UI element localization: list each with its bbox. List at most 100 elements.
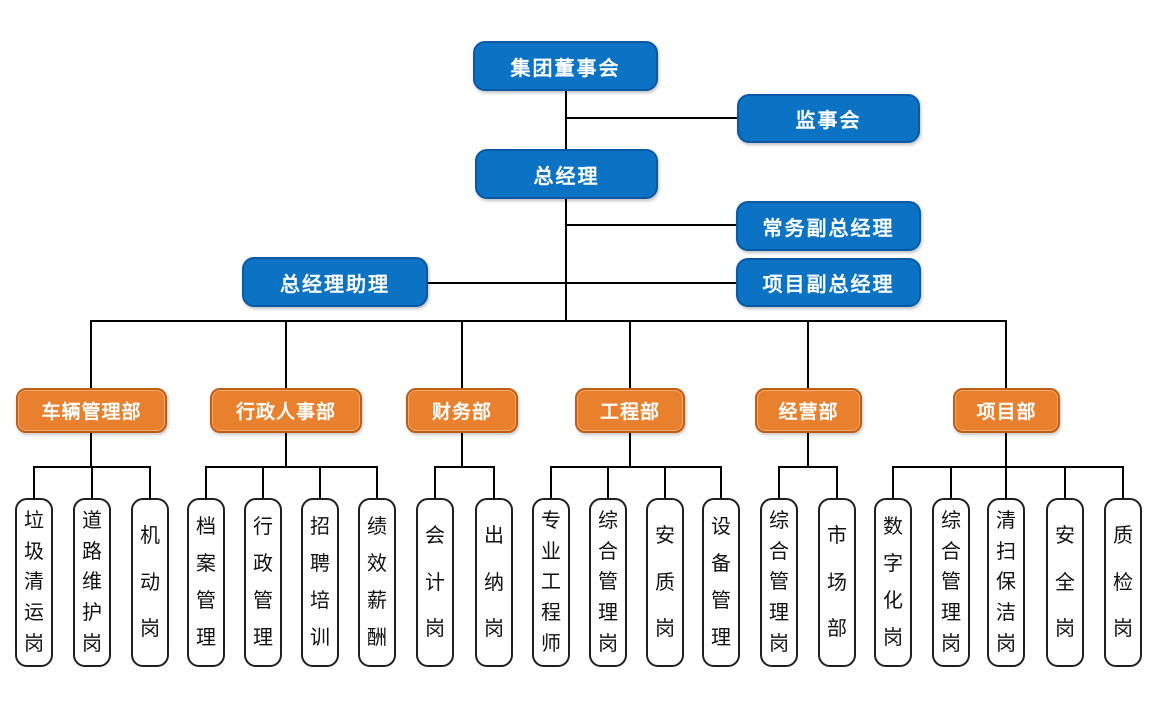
position-label: 设备管理 xyxy=(711,516,731,649)
position-general-management-engineering: 综合管理岗 xyxy=(589,498,627,667)
connector-line xyxy=(1122,466,1124,498)
position-label: 垃圾清运岗 xyxy=(24,509,44,656)
connector-line xyxy=(836,466,838,498)
position-label: 招聘培训 xyxy=(310,516,330,649)
connector-line xyxy=(205,466,378,468)
position-safety: 安全岗 xyxy=(1046,498,1084,667)
position-label: 质检岗 xyxy=(1113,525,1133,640)
dept-label: 车辆管理部 xyxy=(41,402,142,423)
connector-line xyxy=(1005,320,1007,388)
connector-line xyxy=(550,466,552,498)
connector-line xyxy=(428,282,736,284)
connector-line xyxy=(262,466,264,498)
connector-line xyxy=(1064,466,1066,498)
connector-line xyxy=(629,320,631,388)
connector-line xyxy=(607,466,609,498)
node-gm-assistant: 总经理助理 xyxy=(242,257,428,307)
connector-line xyxy=(205,466,207,498)
position-equipment-management: 设备管理 xyxy=(702,498,740,667)
node-project-deputy-gm: 项目副总经理 xyxy=(736,258,921,307)
position-digitalization: 数字化岗 xyxy=(874,498,912,667)
connector-line xyxy=(376,466,378,498)
connector-line xyxy=(91,466,93,498)
position-label: 综合管理岗 xyxy=(769,509,789,656)
position-general-management-operations: 综合管理岗 xyxy=(760,498,798,667)
position-label: 会计岗 xyxy=(425,525,445,640)
node-supervisory-board: 监事会 xyxy=(737,94,920,143)
position-general-management-project: 综合管理岗 xyxy=(932,498,970,667)
connector-line xyxy=(90,433,92,467)
connector-line xyxy=(91,320,1007,322)
connector-line xyxy=(566,224,736,226)
position-safety-quality: 安质岗 xyxy=(646,498,684,667)
connector-line xyxy=(664,466,666,498)
connector-line xyxy=(892,466,894,498)
position-road-maintenance: 道路维护岗 xyxy=(73,498,111,667)
position-professional-engineer: 专业工程师 xyxy=(532,498,570,667)
position-recruitment-training: 招聘培训 xyxy=(301,498,339,667)
position-label: 安质岗 xyxy=(655,525,675,640)
node-label: 常务副总经理 xyxy=(762,217,895,240)
dept-label: 行政人事部 xyxy=(235,402,336,423)
position-label: 综合管理岗 xyxy=(598,509,618,656)
node-general-manager: 总经理 xyxy=(475,149,658,199)
connector-line xyxy=(807,320,809,388)
node-label: 监事会 xyxy=(795,110,862,132)
connector-line xyxy=(720,466,722,498)
connector-line xyxy=(1005,433,1007,467)
node-label: 总经理助理 xyxy=(280,273,390,296)
position-label: 档案管理 xyxy=(196,516,216,649)
node-exec-deputy-gm: 常务副总经理 xyxy=(736,201,921,251)
position-market-department: 市场部 xyxy=(818,498,856,667)
position-performance-compensation: 绩效薪酬 xyxy=(358,498,396,667)
connector-line xyxy=(566,117,737,119)
dept-label: 工程部 xyxy=(599,402,660,423)
connector-line xyxy=(950,466,952,498)
connector-line xyxy=(807,433,809,467)
dept-label: 经营部 xyxy=(778,402,839,423)
position-cashier: 出纳岗 xyxy=(475,498,513,667)
connector-line xyxy=(550,466,722,468)
position-label: 行政管理 xyxy=(253,516,273,649)
dept-engineering: 工程部 xyxy=(575,388,685,433)
connector-line xyxy=(778,466,780,498)
connector-line xyxy=(1005,466,1007,498)
connector-line xyxy=(434,466,495,468)
connector-line xyxy=(285,433,287,467)
position-quality-inspection: 质检岗 xyxy=(1104,498,1142,667)
position-admin-management: 行政管理 xyxy=(244,498,282,667)
dept-admin-hr: 行政人事部 xyxy=(210,388,362,433)
connector-line xyxy=(285,320,287,388)
dept-operations: 经营部 xyxy=(755,388,862,433)
position-label: 数字化岗 xyxy=(883,516,903,649)
dept-label: 财务部 xyxy=(431,402,492,423)
connector-line xyxy=(892,466,1124,468)
position-waste-removal: 垃圾清运岗 xyxy=(15,498,53,667)
connector-line xyxy=(90,320,92,388)
position-mobile-post: 机动岗 xyxy=(131,498,169,667)
position-label: 绩效薪酬 xyxy=(367,516,387,649)
position-label: 安全岗 xyxy=(1055,525,1075,640)
position-label: 道路维护岗 xyxy=(82,509,102,656)
position-label: 专业工程师 xyxy=(541,509,561,656)
connector-line xyxy=(493,466,495,498)
dept-label: 项目部 xyxy=(976,402,1037,423)
connector-line xyxy=(629,433,631,467)
connector-line xyxy=(461,433,463,467)
dept-project: 项目部 xyxy=(953,388,1060,433)
connector-line xyxy=(565,199,567,321)
dept-finance: 财务部 xyxy=(406,388,518,433)
dept-vehicle-management: 车辆管理部 xyxy=(16,388,167,433)
node-label: 项目副总经理 xyxy=(762,274,895,296)
connector-line xyxy=(434,466,436,498)
position-accountant: 会计岗 xyxy=(416,498,454,667)
node-label: 集团董事会 xyxy=(510,57,621,80)
position-label: 综合管理岗 xyxy=(941,509,961,656)
connector-line xyxy=(149,466,151,498)
position-archives-management: 档案管理 xyxy=(187,498,225,667)
position-label: 出纳岗 xyxy=(484,525,504,640)
position-label: 市场部 xyxy=(827,525,847,640)
connector-line xyxy=(33,466,35,498)
node-group-board: 集团董事会 xyxy=(473,41,658,91)
